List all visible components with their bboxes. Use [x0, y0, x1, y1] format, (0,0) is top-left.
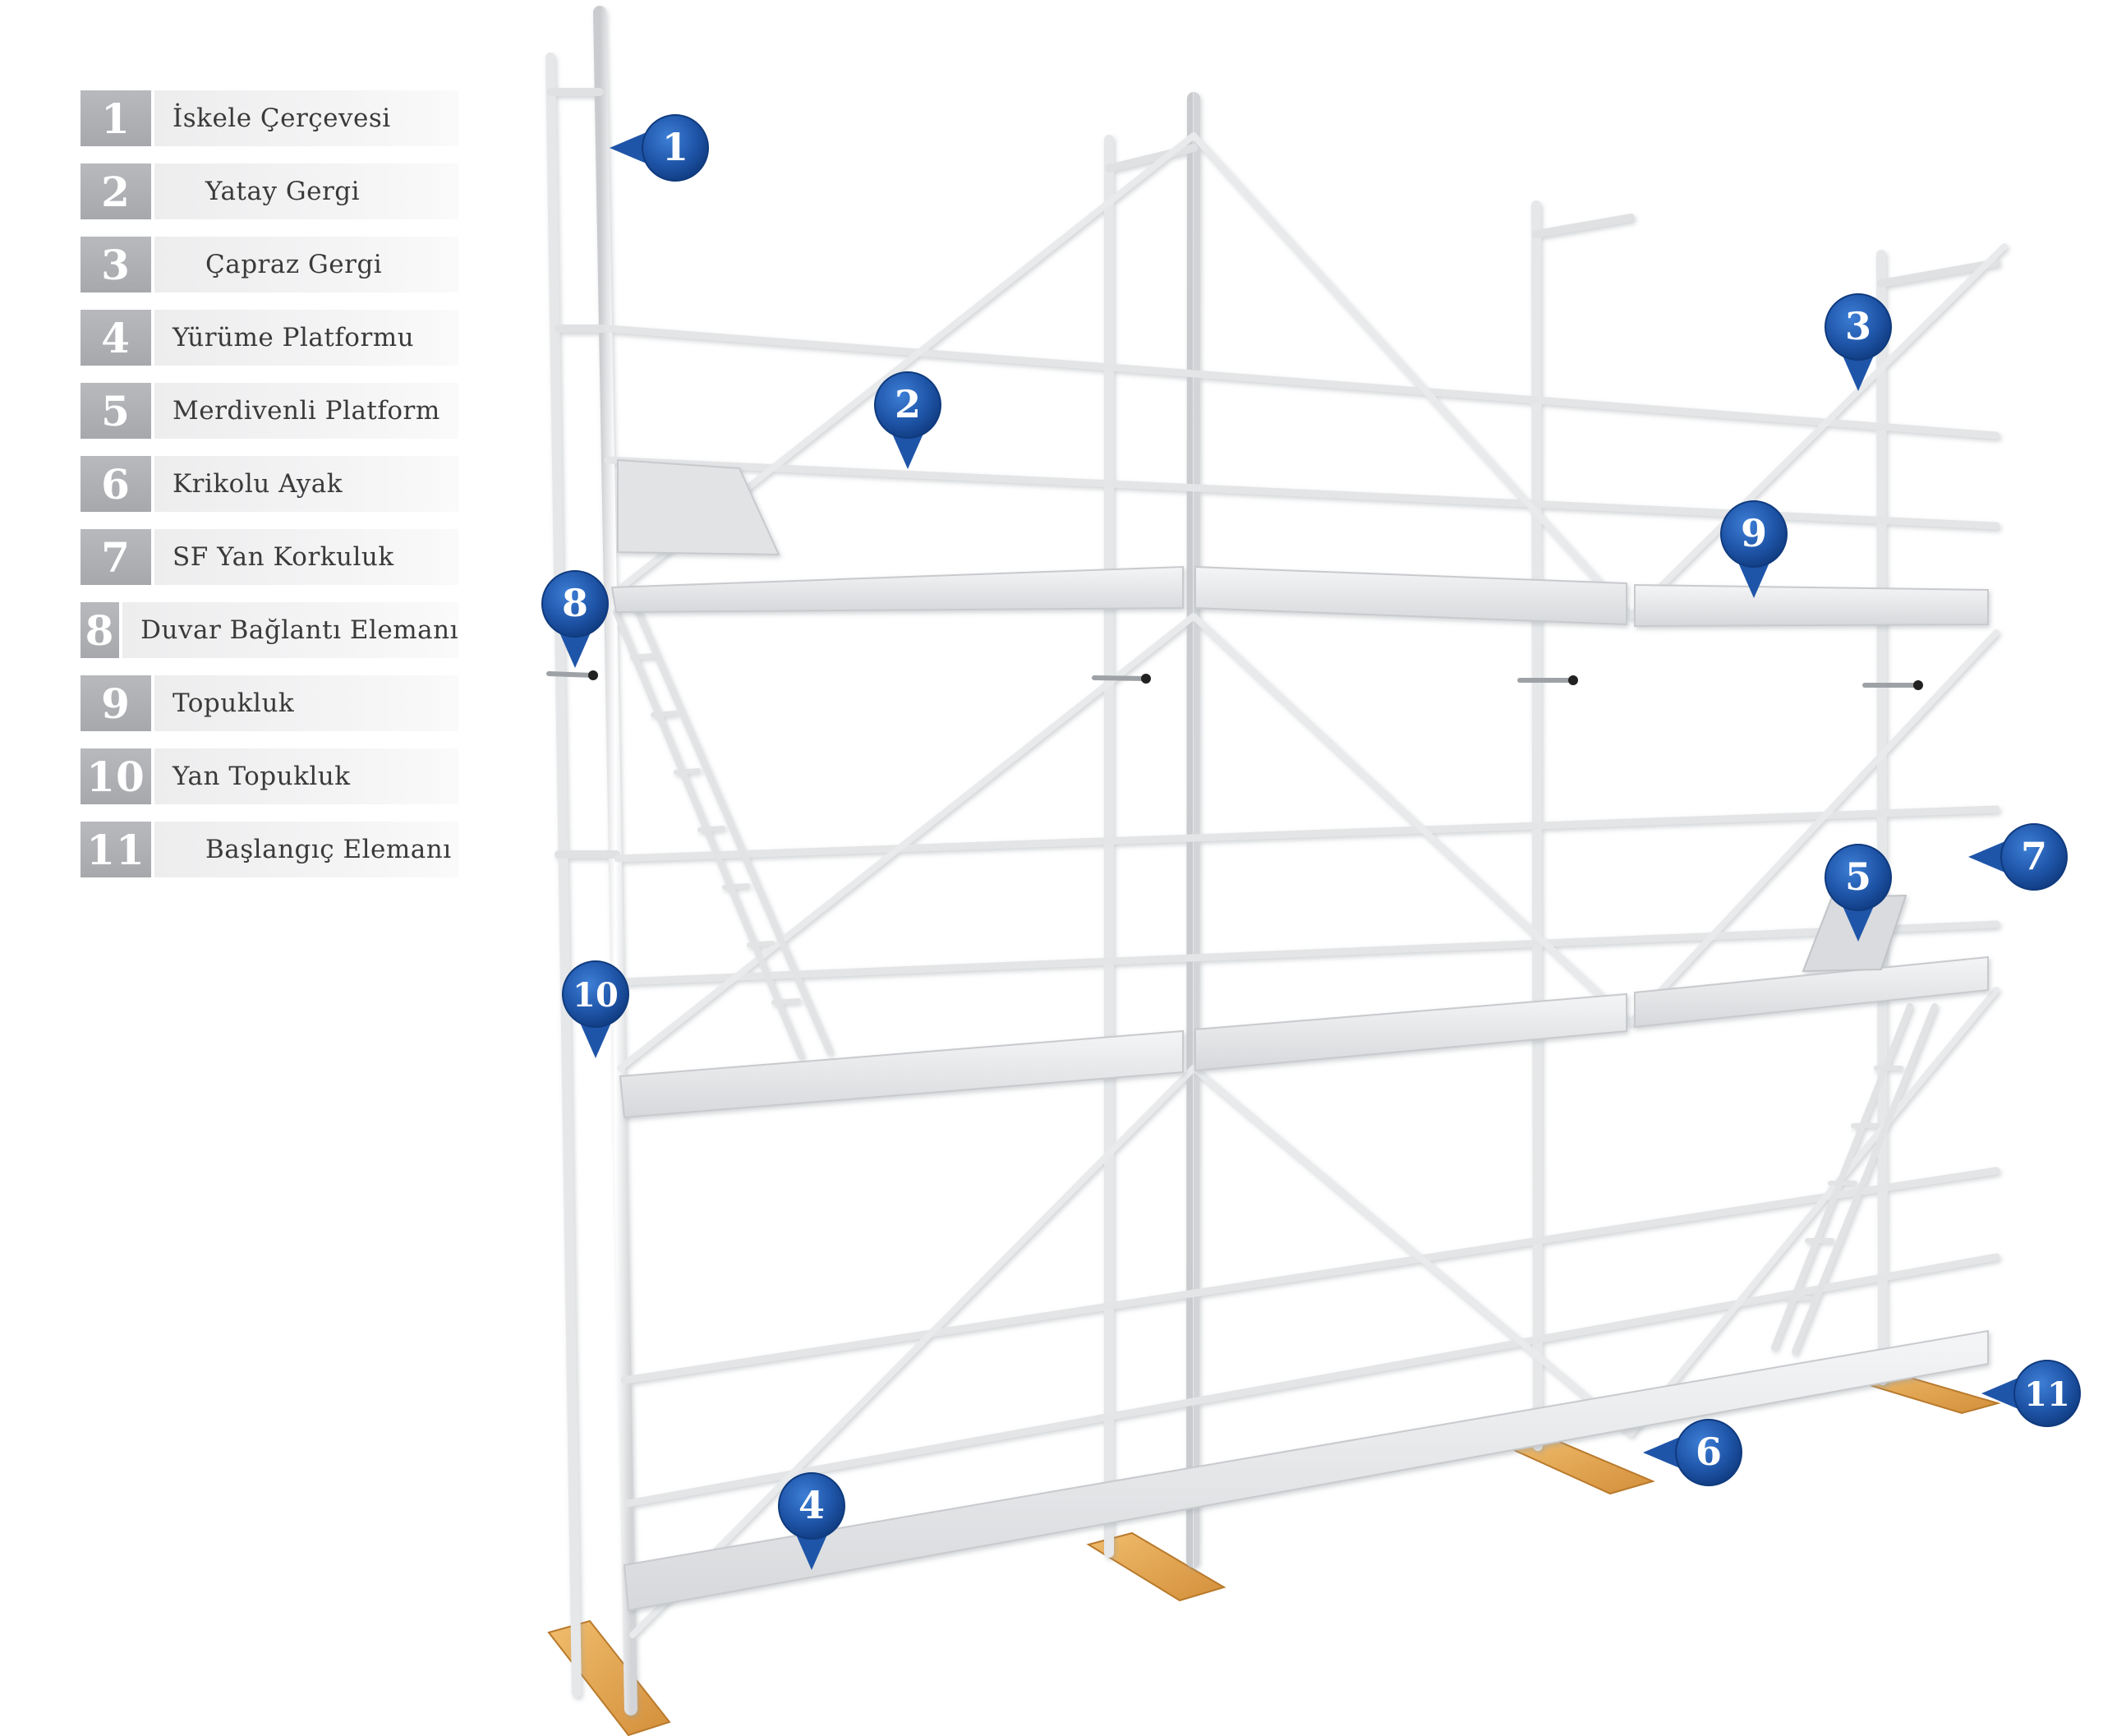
callout-marker-9: 9: [1720, 500, 1788, 598]
marker-badge: [2013, 1360, 2081, 1427]
marker-label: 5: [1845, 854, 1871, 899]
marker-pointer: [557, 627, 593, 668]
callout-marker-2: 2: [874, 371, 941, 469]
marker-pointer: [1968, 839, 2011, 875]
legend-item-6: 6 Krikolu Ayak: [81, 456, 458, 512]
legend-number: 3: [81, 237, 151, 292]
legend-number: 9: [81, 675, 151, 731]
base-board: [547, 1619, 671, 1736]
marker-badge: [642, 114, 709, 182]
legend-number: 4: [81, 310, 151, 366]
callout-marker-10: 10: [562, 960, 629, 1058]
marker-badge: [562, 960, 629, 1028]
marker-badge: [874, 371, 941, 439]
legend-label: Yürüme Platformu: [173, 323, 415, 352]
platform-deck: [1634, 583, 1989, 628]
callout-marker-6: 6: [1643, 1419, 1742, 1486]
marker-label: 9: [1741, 511, 1767, 555]
callout-markers: 1 2 3 4 5 6 7 8 9 10 11: [541, 114, 2081, 1570]
marker-badge: [1720, 500, 1788, 568]
marker-pointer: [1840, 350, 1876, 391]
marker-badge: [1825, 844, 1892, 911]
marker-label: 1: [662, 125, 688, 169]
marker-label: 8: [562, 581, 588, 625]
marker-badge: [541, 570, 609, 638]
legend-number: 2: [81, 163, 151, 219]
marker-badge: [778, 1472, 845, 1540]
marker-label: 2: [895, 382, 921, 426]
legend-item-1: 1 İskele Çerçevesi: [81, 90, 458, 146]
legend-number: 5: [81, 383, 151, 439]
legend-number: 10: [81, 748, 151, 804]
legend-label: Yatay Gergi: [205, 177, 361, 206]
marker-label: 10: [573, 976, 619, 1015]
platform-deck: [1194, 992, 1627, 1072]
marker-badge: [2000, 823, 2068, 891]
platform-deck: [610, 565, 1184, 614]
marker-label: 11: [2024, 1375, 2070, 1414]
marker-label: 3: [1845, 304, 1871, 348]
legend-item-2: 2 Yatay Gergi: [81, 163, 458, 219]
ladder-hatch: [617, 458, 780, 556]
callout-marker-3: 3: [1825, 293, 1892, 391]
legend-label: Duvar Bağlantı Elemanı: [140, 615, 458, 645]
callout-marker-4: 4: [778, 1472, 845, 1570]
legend-label: Yan Topukluk: [173, 762, 351, 791]
marker-badge: [1675, 1419, 1742, 1486]
callout-marker-1: 1: [610, 114, 709, 182]
legend-item-5: 5 Merdivenli Platform: [81, 383, 458, 439]
marker-pointer: [794, 1529, 830, 1570]
marker-label: 4: [798, 1483, 825, 1527]
legend-label: Başlangıç Elemanı: [205, 835, 452, 864]
legend-number: 8: [81, 602, 120, 658]
callout-marker-5: 5: [1825, 844, 1892, 942]
legend-number: 6: [81, 456, 151, 512]
legend-label: İskele Çerçevesi: [173, 104, 391, 133]
marker-label: 7: [2021, 834, 2047, 878]
platforms: [610, 458, 1989, 1612]
legend-label: Merdivenli Platform: [173, 396, 440, 426]
scaffold-frame: [545, 6, 2008, 1715]
legend-label: Çapraz Gergi: [205, 250, 383, 279]
platform-deck: [623, 1329, 1989, 1612]
callout-marker-8: 8: [541, 570, 609, 668]
marker-pointer: [1981, 1375, 2024, 1411]
legend-label: Krikolu Ayak: [173, 469, 343, 499]
marker-label: 6: [1696, 1430, 1722, 1474]
legend-number: 11: [81, 822, 151, 877]
marker-pointer: [1840, 900, 1876, 942]
marker-pointer: [578, 1017, 614, 1058]
legend-item-10: 10 Yan Topukluk: [81, 748, 458, 804]
legend-item-9: 9 Topukluk: [81, 675, 458, 731]
marker-pointer: [890, 428, 926, 469]
platform-deck: [619, 1029, 1184, 1119]
marker-pointer: [1736, 557, 1772, 598]
legend-item-11: 11 Başlangıç Elemanı: [81, 822, 458, 877]
legend-label: Topukluk: [173, 688, 295, 718]
platform-deck: [1194, 565, 1627, 626]
base-board: [1086, 1531, 1226, 1602]
legend-item-3: 3 Çapraz Gergi: [81, 237, 458, 292]
legend-item-8: 8 Duvar Bağlantı Elemanı: [81, 602, 458, 658]
legend-item-4: 4 Yürüme Platformu: [81, 310, 458, 366]
legend-number: 7: [81, 529, 151, 585]
wall-ties: [546, 671, 1921, 688]
legend-label: SF Yan Korkuluk: [173, 542, 394, 572]
callout-marker-11: 11: [1981, 1360, 2081, 1427]
wall-tie-bolts: [588, 670, 1923, 690]
callout-marker-7: 7: [1968, 823, 2068, 891]
marker-pointer: [1643, 1434, 1686, 1471]
legend-number: 1: [81, 90, 151, 146]
legend-item-7: 7 SF Yan Korkuluk: [81, 529, 458, 585]
marker-pointer: [610, 130, 652, 166]
marker-badge: [1825, 293, 1892, 361]
